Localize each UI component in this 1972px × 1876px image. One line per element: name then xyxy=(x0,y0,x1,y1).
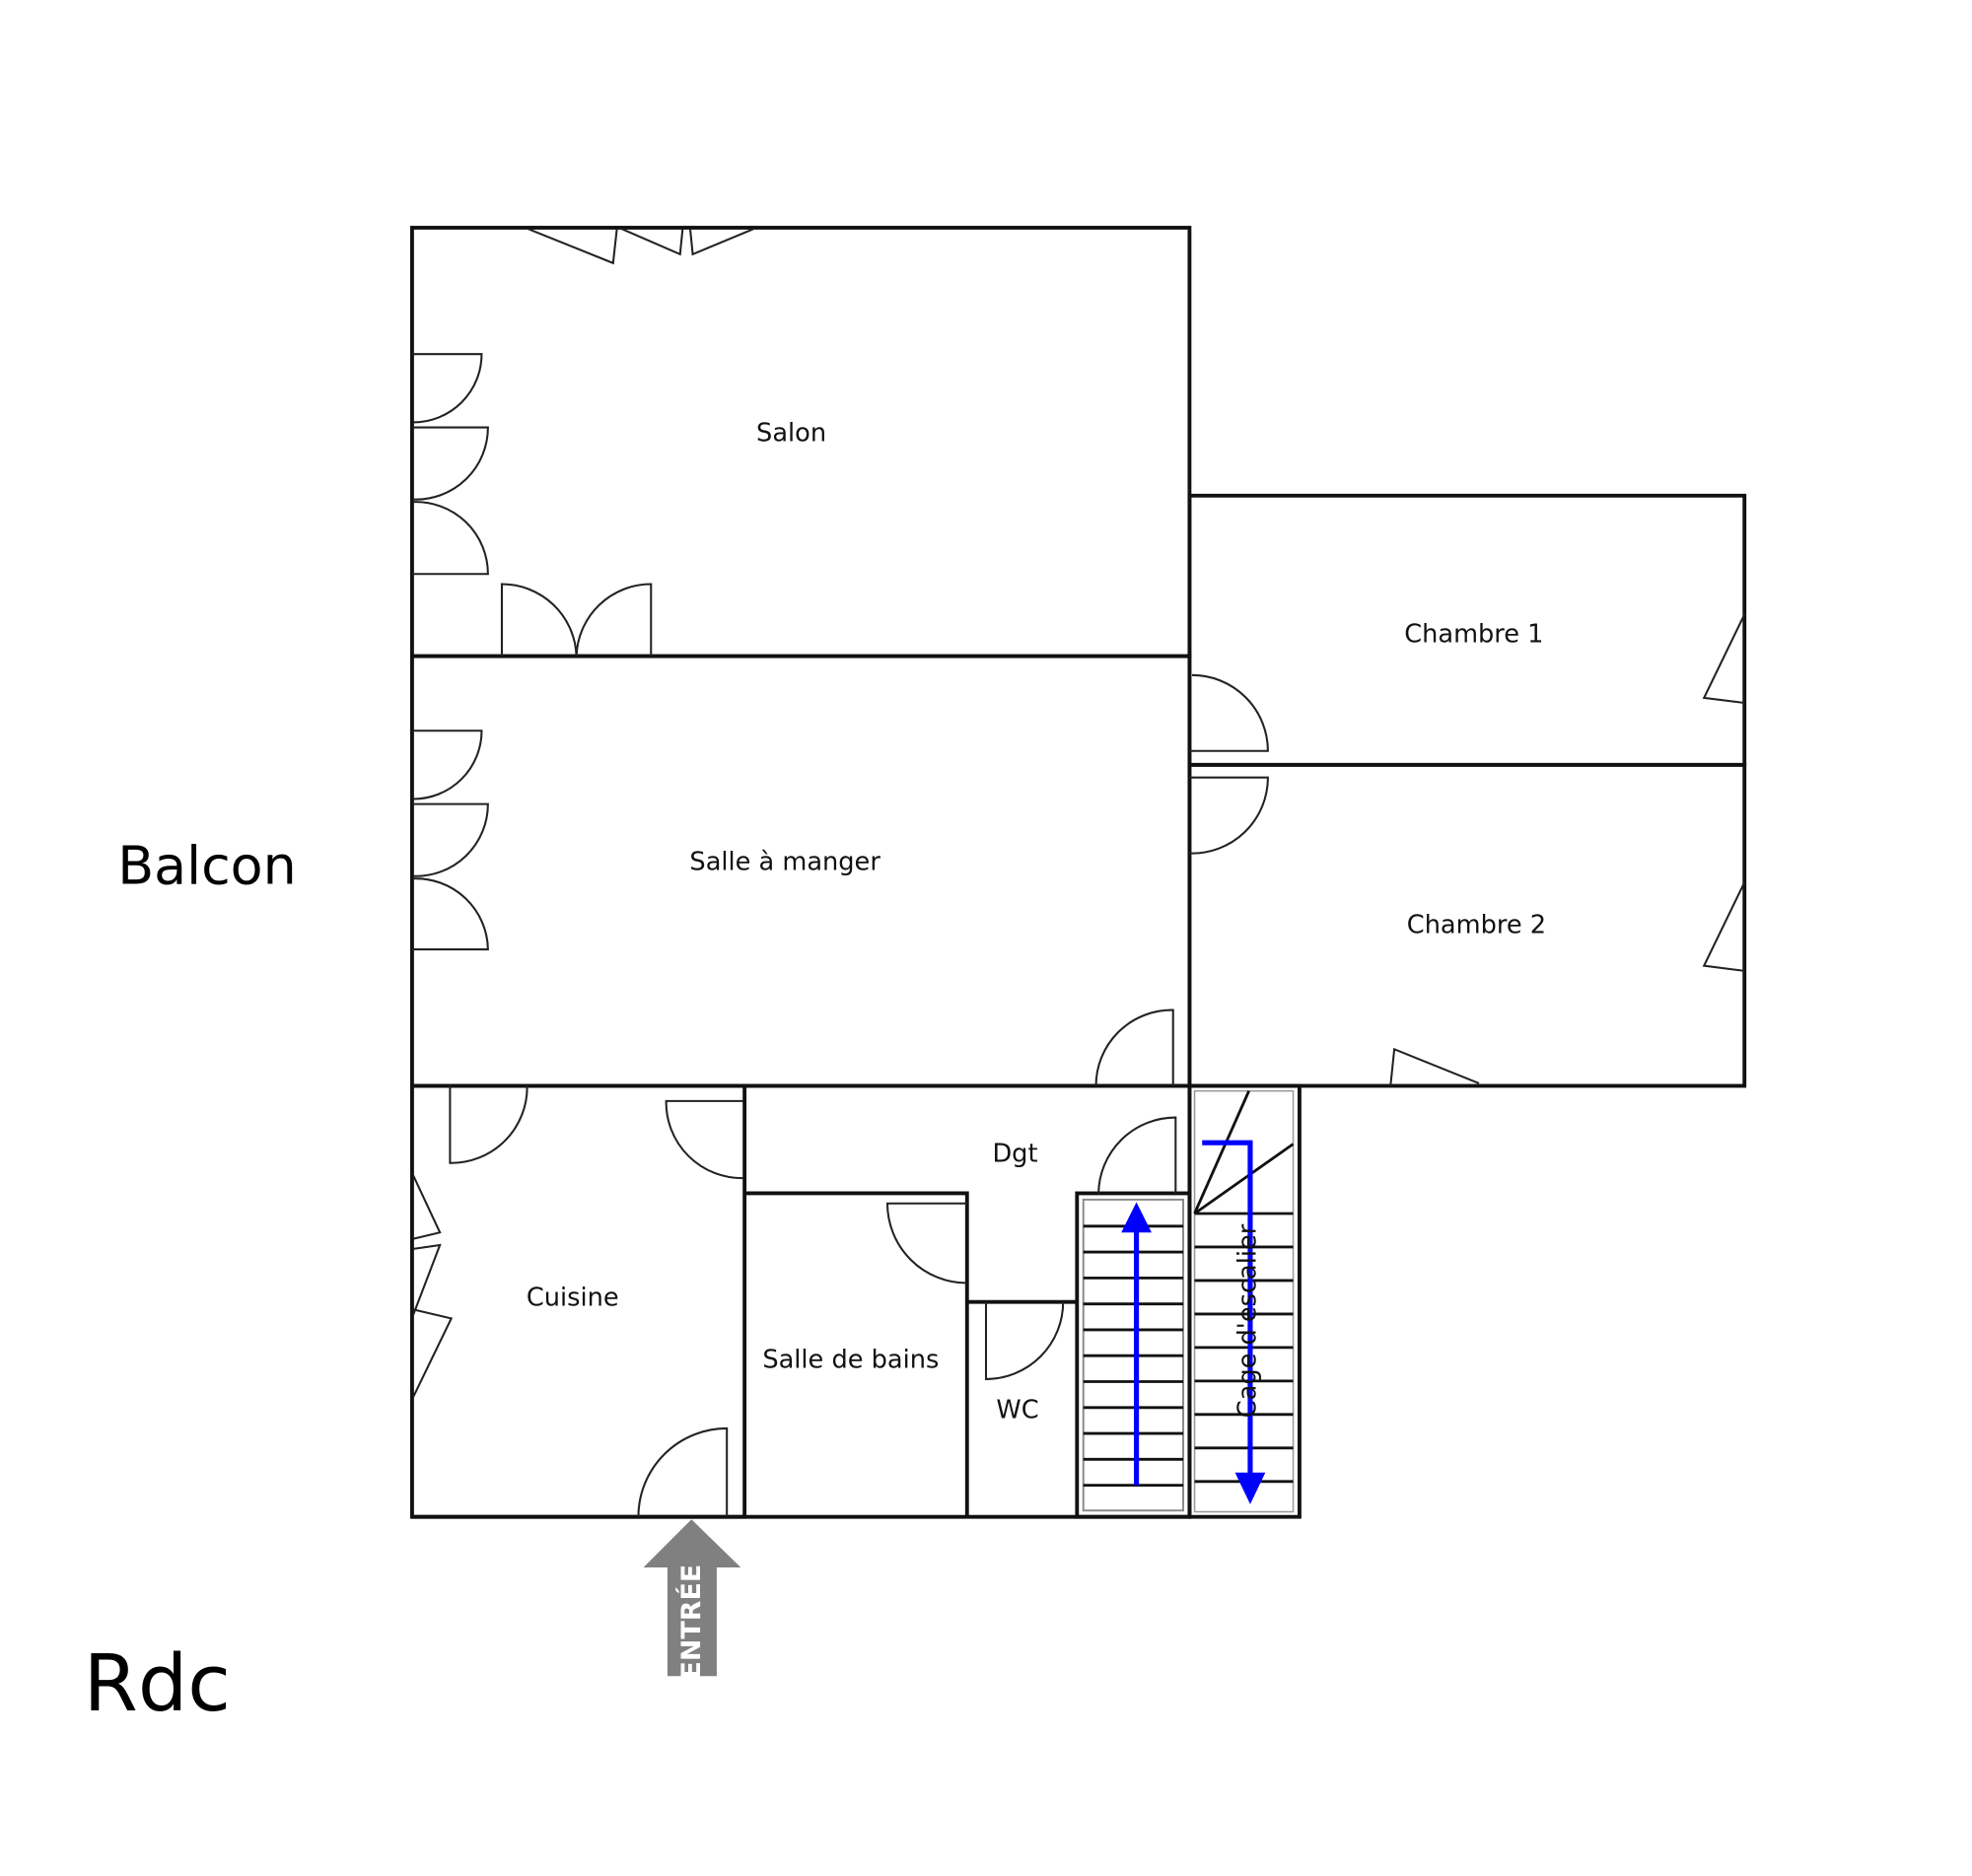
window-leaf xyxy=(1702,881,1746,972)
winder-tread xyxy=(1193,1090,1250,1215)
label-balcon: Balcon xyxy=(117,834,297,896)
door-swing xyxy=(575,583,653,657)
door-swing xyxy=(500,583,578,657)
entrance-arrow-shape xyxy=(643,1519,741,1677)
label-cuisine: Cuisine xyxy=(527,1284,619,1313)
label-salon: Salon xyxy=(756,419,826,449)
label-salle-a-manger: Salle à manger xyxy=(689,847,880,876)
winder-tread xyxy=(1193,1143,1295,1216)
window-leaf xyxy=(412,1308,454,1398)
label-wc: WC xyxy=(996,1396,1038,1425)
window-leaf xyxy=(688,228,754,256)
label-cage-escalier: Cage d'escalier xyxy=(1233,1223,1263,1418)
doors-windows xyxy=(411,228,1746,1517)
stair-arrows xyxy=(1121,1140,1266,1504)
door-swing xyxy=(411,877,489,951)
door-swing xyxy=(1189,776,1269,855)
door-swing xyxy=(665,1099,743,1180)
stair-up-arrowhead xyxy=(1121,1202,1152,1233)
stair-down-arrowhead xyxy=(1234,1472,1266,1504)
door-swing xyxy=(411,353,483,424)
label-dgt: Dgt xyxy=(992,1139,1037,1168)
label-salle-de-bains: Salle de bains xyxy=(762,1345,939,1374)
window-leaf xyxy=(621,228,684,256)
room-chambre-2 xyxy=(1187,762,1747,1088)
label-chambre-2: Chambre 2 xyxy=(1407,910,1546,939)
window-leaf xyxy=(1389,1047,1480,1086)
door-swing xyxy=(411,426,489,501)
door-swing xyxy=(449,1085,528,1164)
door-swing xyxy=(411,802,489,877)
label-chambre-1: Chambre 1 xyxy=(1404,619,1543,649)
stair-down-arrow xyxy=(1202,1140,1253,1480)
door-swing xyxy=(411,501,489,576)
door-swing xyxy=(984,1301,1065,1380)
walls xyxy=(410,226,1747,1519)
stairwell-inner-border xyxy=(1193,1089,1295,1513)
entrance-label: ENTRÉE xyxy=(675,1564,707,1680)
window-leaf xyxy=(528,228,618,265)
door-swing xyxy=(411,730,483,800)
door-swing xyxy=(1189,673,1269,752)
level-label: Rdc xyxy=(84,1637,231,1729)
window-leaf xyxy=(412,1243,442,1315)
window-leaf xyxy=(412,1175,442,1240)
room-cage-escalier xyxy=(1187,1083,1302,1519)
door-swing xyxy=(1097,1116,1177,1194)
entrance-arrow: ENTRÉE xyxy=(643,1519,741,1680)
door-swing xyxy=(885,1202,967,1285)
entrance-door-swing xyxy=(637,1426,729,1517)
room-salle-de-bains xyxy=(744,1191,969,1517)
door-swing xyxy=(1094,1008,1174,1086)
stair-treads xyxy=(1083,1090,1295,1488)
window-leaf xyxy=(1702,613,1746,705)
